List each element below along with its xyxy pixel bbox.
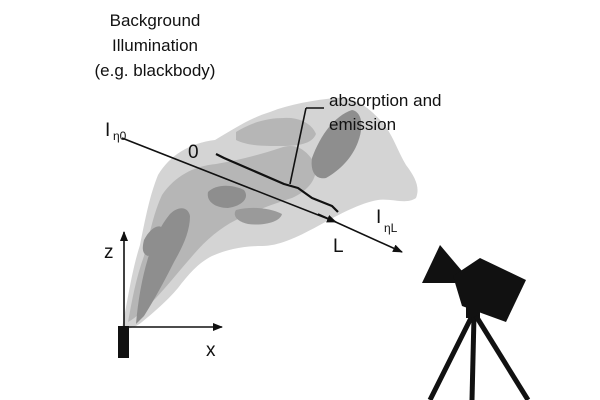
brace-pointer-line	[289, 107, 307, 185]
tripod-leg-left	[427, 314, 475, 400]
background-illumination-label-line3: (e.g. blackbody)	[95, 61, 216, 80]
outgoing-intensity-subscript: ηL	[384, 221, 398, 235]
background-illumination-label-line1: Background	[110, 11, 201, 30]
line-of-sight-incoming	[121, 137, 337, 223]
camera-body-icon	[453, 258, 526, 322]
path-start-label: 0	[188, 142, 199, 163]
plume-dark-region-center	[207, 185, 247, 208]
plume-dark-region-right	[311, 110, 362, 179]
tripod-leg-center	[469, 315, 477, 400]
x-axis-label: x	[206, 340, 216, 361]
line-of-sight-outgoing	[317, 213, 403, 253]
smoke-stack	[118, 326, 129, 358]
plume-mid-region-upper	[236, 117, 316, 146]
z-axis-label: z	[104, 242, 114, 263]
plume-dark-streak-lower	[142, 226, 164, 256]
plume-dark-region-core	[136, 208, 190, 324]
plume-dark-streak-center	[234, 207, 282, 225]
outgoing-intensity-symbol: I	[376, 207, 381, 228]
camera-lens-icon	[422, 245, 462, 283]
camera-on-tripod-icon	[422, 245, 531, 400]
incoming-intensity-subscript: η0	[113, 129, 127, 143]
absorption-emission-label-line1: absorption and	[329, 91, 441, 110]
absorption-emission-brace	[215, 153, 339, 213]
background-illumination-label-line2: Illumination	[112, 36, 198, 55]
plume-mid-region	[128, 145, 316, 322]
incoming-intensity-symbol: I	[105, 120, 110, 141]
tripod-leg-right	[473, 314, 531, 400]
smoke-plume	[122, 97, 418, 329]
absorption-emission-label-line2: emission	[329, 115, 396, 134]
path-end-label: L	[333, 236, 344, 257]
